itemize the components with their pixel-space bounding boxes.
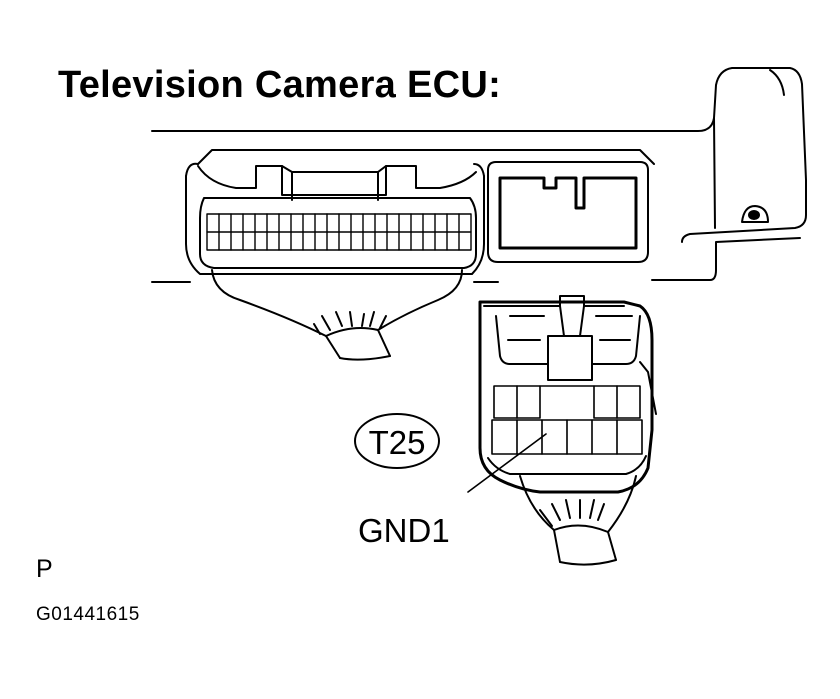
ecu-main-connector xyxy=(185,149,655,275)
figure-id: G01441615 xyxy=(36,604,140,625)
position-mark: P xyxy=(36,555,53,583)
connector-code-circle xyxy=(354,413,440,469)
t25-upper-terminals xyxy=(493,385,641,419)
ecu-wire-harness xyxy=(211,269,463,361)
diagram-title: Television Camera ECU: xyxy=(58,64,502,106)
ecu-terminal-grid xyxy=(206,213,472,251)
harness-connector-t25 xyxy=(478,295,657,494)
t25-wire-harness xyxy=(519,475,637,566)
ecu-secondary-socket xyxy=(487,161,649,263)
gnd1-leader-line xyxy=(467,433,547,493)
connector-code-label: T25 xyxy=(369,424,426,461)
gnd1-terminal-label: GND1 xyxy=(358,512,450,549)
ecu-housing xyxy=(151,67,807,283)
t25-lower-terminals xyxy=(491,419,643,455)
